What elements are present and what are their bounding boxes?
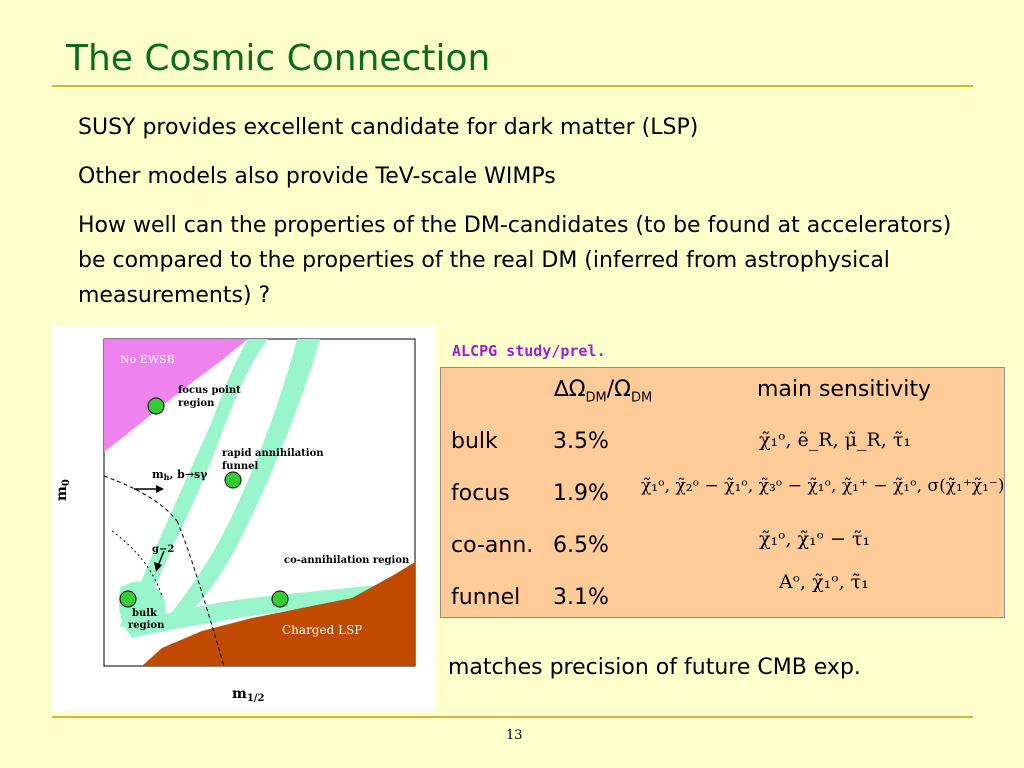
coannihilation-label: co-annihilation region — [284, 555, 410, 566]
header-slash: /Ω — [606, 377, 631, 402]
row-bulk-sensitivity: χ̃₁ᵒ, ẽ_R, μ̃_R, τ̃₁ — [759, 429, 912, 451]
coannihilation-band — [124, 581, 415, 638]
x-axis-subscript: 1/2 — [247, 693, 265, 704]
charged-lsp-label: Charged LSP — [282, 623, 362, 637]
header-delta-sub: DM — [585, 390, 607, 406]
bullet-3: How well can the properties of the DM-ca… — [78, 213, 952, 308]
header-delta-omega: ∆ΩDM/ΩDM — [554, 377, 652, 405]
bulk-marker — [119, 590, 137, 608]
slide-title: The Cosmic Connection — [66, 38, 491, 79]
no-ewsb-label: No EWSB — [120, 353, 175, 366]
header-slash-sub: DM — [631, 390, 653, 406]
rapid-annihilation-label-2: funnel — [222, 461, 258, 472]
focus-point-label-2: region — [178, 398, 215, 409]
header-delta: ∆Ω — [554, 377, 586, 402]
row-focus-sensitivity: χ̃₁ᵒ, χ̃₂ᵒ − χ̃₁ᵒ, χ̃₃ᵒ − χ̃₁ᵒ, χ̃₁⁺ − χ… — [641, 476, 1005, 496]
focus-point-marker — [147, 397, 165, 415]
g2-arrow-line — [157, 550, 165, 567]
funnel-marker — [224, 471, 242, 489]
focus-point-label-1: focus point — [178, 385, 241, 396]
bullet-2: Other models also provide TeV-scale WIMP… — [78, 164, 556, 189]
study-label: ALCPG study/prel. — [452, 342, 606, 360]
precision-table: ∆ΩDM/ΩDM main sensitivity bulk 3.5% χ̃₁ᵒ… — [440, 367, 1005, 618]
charged-lsp-region — [142, 562, 415, 666]
coann-marker — [271, 590, 289, 608]
cmb-precision-note: matches precision of future CMB exp. — [448, 655, 861, 680]
bulk-label-1: bulk — [132, 608, 158, 619]
g2-label: g−2 — [152, 544, 174, 555]
title-underline — [52, 85, 973, 87]
row-bulk-region: bulk — [451, 429, 498, 454]
mh-constraint-label: mh, b→sγ — [152, 468, 208, 482]
mh-arrow-head — [156, 485, 164, 493]
row-coann-region: co-ann. — [451, 533, 534, 558]
g2-constraint-curve — [176, 520, 225, 667]
y-axis-label: m0 — [54, 479, 72, 501]
mh-constraint-curve — [103, 475, 178, 522]
bsg-label: , b→sγ — [169, 468, 208, 481]
y-axis-subscript: 0 — [61, 479, 72, 486]
row-focus-region: focus — [451, 481, 510, 506]
x-axis-label: m1/2 — [232, 686, 264, 704]
row-focus-precision: 1.9% — [553, 481, 609, 506]
x-axis-symbol: m — [232, 686, 247, 702]
no-ewsb-region — [104, 339, 248, 452]
header-main-sensitivity: main sensitivity — [757, 377, 931, 402]
focus-point-band — [120, 339, 268, 631]
bullet-list: SUSY provides excellent candidate for da… — [78, 110, 998, 327]
row-coann-precision: 6.5% — [553, 533, 609, 558]
bullet-1: SUSY provides excellent candidate for da… — [78, 115, 699, 140]
row-coann-sensitivity: χ̃₁ᵒ, χ̃₁ᵒ − τ̃₁ — [759, 528, 871, 550]
funnel-band — [160, 339, 320, 626]
bulk-label-2: region — [128, 620, 165, 631]
parameter-plane-svg: No EWSB focus point region rapid annihil… — [54, 338, 416, 704]
rapid-annihilation-label-1: rapid annihilation — [222, 448, 324, 459]
row-funnel-sensitivity: Aᵒ, χ̃₁ᵒ, τ̃₁ — [779, 571, 869, 593]
row-funnel-precision: 3.1% — [553, 585, 609, 610]
y-axis-symbol: m — [54, 486, 70, 501]
mh-subscript: h — [164, 472, 170, 482]
footer-rule — [52, 716, 973, 718]
row-funnel-region: funnel — [451, 585, 521, 610]
dark-matter-parameter-plot: No EWSB focus point region rapid annihil… — [52, 326, 435, 711]
g2-arrow-head — [154, 562, 162, 572]
mh-symbol: m — [152, 468, 164, 481]
row-bulk-precision: 3.5% — [553, 429, 609, 454]
page-number: 13 — [506, 728, 523, 743]
